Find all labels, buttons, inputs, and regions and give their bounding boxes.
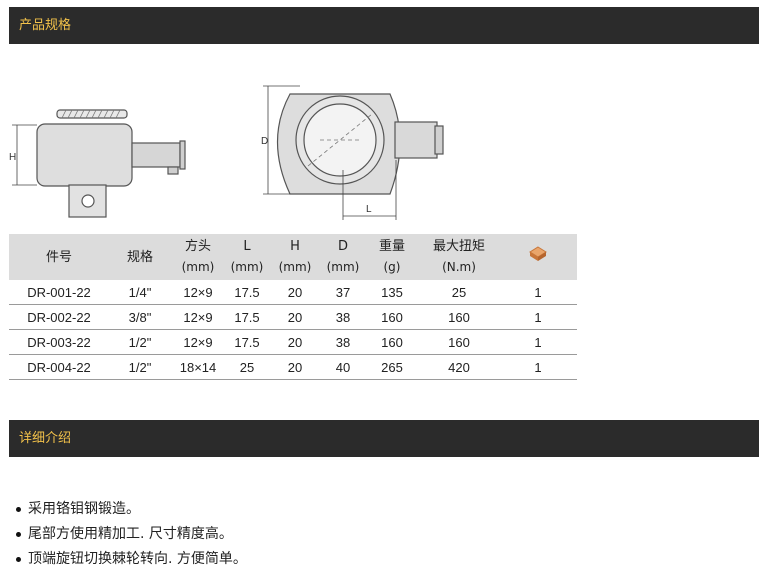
cell-max-torque: 160 bbox=[419, 304, 499, 330]
cell-square: 12×9 bbox=[171, 304, 225, 330]
cell-part-no: DR-004-22 bbox=[9, 354, 109, 380]
cell-h: 20 bbox=[269, 280, 321, 305]
box-icon bbox=[529, 245, 547, 261]
cell-size: 1/4" bbox=[109, 280, 171, 305]
cell-l: 17.5 bbox=[225, 304, 269, 330]
cell-box-qty: 1 bbox=[499, 354, 577, 380]
cell-d: 40 bbox=[321, 354, 365, 380]
cell-d: 38 bbox=[321, 304, 365, 330]
cell-box-qty: 1 bbox=[499, 329, 577, 355]
cell-d: 38 bbox=[321, 329, 365, 355]
header-weight: 重量(g) bbox=[365, 234, 419, 280]
cell-box-qty: 1 bbox=[499, 304, 577, 330]
cell-box-qty: 1 bbox=[499, 280, 577, 305]
cell-square: 18×14 bbox=[171, 354, 225, 380]
product-technical-drawing: H D L bbox=[9, 85, 444, 220]
dim-label-h: H bbox=[9, 152, 16, 163]
feature-item: 采用铬钼钢锻造。 bbox=[16, 497, 247, 522]
header-part-no: 件号 bbox=[9, 234, 109, 280]
spec-table: 件号 规格 方头(mm) L(mm) H(mm) D(mm) 重量(g) 最大扭… bbox=[9, 234, 577, 380]
spec-table-header-row: 件号 规格 方头(mm) L(mm) H(mm) D(mm) 重量(g) 最大扭… bbox=[9, 234, 577, 280]
dim-label-d: D bbox=[261, 136, 268, 147]
bullet-icon bbox=[16, 532, 21, 537]
cell-h: 20 bbox=[269, 329, 321, 355]
feature-item: 尾部方使用精加工. 尺寸精度高。 bbox=[16, 522, 247, 547]
cell-weight: 135 bbox=[365, 280, 419, 305]
cell-l: 17.5 bbox=[225, 329, 269, 355]
header-box bbox=[499, 234, 577, 280]
header-h: H(mm) bbox=[269, 234, 321, 280]
dim-label-l: L bbox=[366, 204, 372, 215]
header-d: D(mm) bbox=[321, 234, 365, 280]
header-l: L(mm) bbox=[225, 234, 269, 280]
cell-size: 3/8" bbox=[109, 304, 171, 330]
cell-d: 37 bbox=[321, 280, 365, 305]
cell-l: 25 bbox=[225, 354, 269, 380]
cell-h: 20 bbox=[269, 354, 321, 380]
header-square: 方头(mm) bbox=[171, 234, 225, 280]
cell-size: 1/2" bbox=[109, 354, 171, 380]
spec-section-header: 产品规格 bbox=[9, 7, 759, 44]
cell-weight: 265 bbox=[365, 354, 419, 380]
feature-list: 采用铬钼钢锻造。 尾部方使用精加工. 尺寸精度高。 顶端旋钮切换棘轮转向. 方便… bbox=[16, 497, 247, 572]
cell-part-no: DR-003-22 bbox=[9, 329, 109, 355]
detail-section-header: 详细介绍 bbox=[9, 420, 759, 457]
header-max-torque: 最大扭矩(N.m) bbox=[419, 234, 499, 280]
cell-weight: 160 bbox=[365, 304, 419, 330]
cell-h: 20 bbox=[269, 304, 321, 330]
cell-l: 17.5 bbox=[225, 280, 269, 305]
cell-max-torque: 160 bbox=[419, 329, 499, 355]
cell-square: 12×9 bbox=[171, 329, 225, 355]
bullet-icon bbox=[16, 557, 21, 562]
cell-size: 1/2" bbox=[109, 329, 171, 355]
cell-square: 12×9 bbox=[171, 280, 225, 305]
cell-max-torque: 25 bbox=[419, 280, 499, 305]
cell-part-no: DR-001-22 bbox=[9, 280, 109, 305]
cell-part-no: DR-002-22 bbox=[9, 304, 109, 330]
detail-section-title: 详细介绍 bbox=[19, 431, 72, 446]
feature-item: 顶端旋钮切换棘轮转向. 方便简单。 bbox=[16, 547, 247, 572]
cell-max-torque: 420 bbox=[419, 354, 499, 380]
spec-section-title: 产品规格 bbox=[19, 18, 72, 33]
bullet-icon bbox=[16, 507, 21, 512]
header-size: 规格 bbox=[109, 234, 171, 280]
cell-weight: 160 bbox=[365, 329, 419, 355]
